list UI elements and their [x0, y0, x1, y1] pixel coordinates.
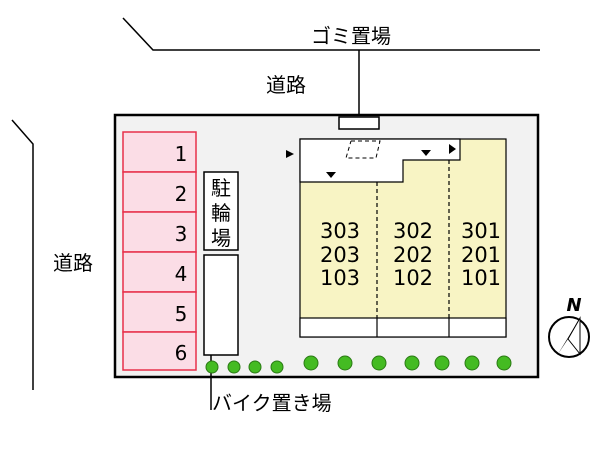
bike-parking-char: 場: [211, 226, 231, 250]
entrance-arrow-icon: [421, 150, 431, 156]
compass-needle-icon: [567, 316, 581, 356]
entrance-arrow-icon: [449, 144, 456, 154]
entrance-arrow-icon: [326, 172, 336, 178]
unit-number: 301: [461, 219, 501, 243]
shrub-icon: [248, 360, 262, 374]
shrub-icon: [337, 355, 353, 371]
parking-space: [122, 131, 197, 173]
parking-space: [122, 291, 197, 333]
road-left-edge: [11, 119, 34, 390]
bike-parking-area: [203, 171, 239, 251]
parking-area: 1 2 3 4 5 6: [122, 131, 197, 371]
parking-number: 2: [175, 182, 188, 206]
shrub-icon: [303, 355, 319, 371]
road-top-edge: [122, 17, 540, 51]
road-top-label: 道路: [266, 73, 306, 97]
parking-space: [122, 331, 197, 371]
motorbike-parking-area: [203, 254, 239, 356]
shrub-icon: [496, 355, 512, 371]
balcony-strip: [299, 317, 507, 338]
unit-number: 103: [320, 266, 360, 290]
unit-number: 203: [320, 243, 360, 267]
parking-space: [122, 251, 197, 293]
parking-number: 6: [175, 341, 188, 365]
bike-parking-char: 輪: [211, 201, 231, 225]
shrub-icon: [205, 360, 219, 374]
unit-number: 102: [393, 266, 433, 290]
compass-north-label: N: [566, 295, 581, 316]
motorbike-parking-label: バイク置き場: [212, 391, 332, 415]
unit-number: 201: [461, 243, 501, 267]
parking-space: [122, 171, 197, 213]
shrub-icon: [270, 360, 284, 374]
building: 303 203 103 302 202 102 301 201 101: [286, 138, 507, 338]
unit-number: 202: [393, 243, 433, 267]
parking-space: [122, 211, 197, 253]
shrub-icon: [371, 355, 387, 371]
shrub-icon: [227, 360, 241, 374]
parking-number: 4: [175, 262, 188, 286]
unit-number: 101: [461, 266, 501, 290]
bike-parking-char: 駐: [211, 176, 231, 200]
north-compass: N: [548, 295, 590, 358]
shrub-icon: [464, 355, 480, 371]
unit-number: 303: [320, 219, 360, 243]
parking-number: 3: [175, 222, 188, 246]
parking-number: 1: [175, 142, 188, 166]
unit-number: 302: [393, 219, 433, 243]
garbage-box: [338, 116, 380, 130]
road-left-label: 道路: [53, 251, 93, 275]
entrance-arrow-icon: [286, 150, 294, 158]
shrub-row: [205, 355, 512, 374]
shrub-icon: [434, 355, 450, 371]
garbage-area-label: ゴミ置場: [311, 24, 391, 48]
building-entrance-notch: [299, 138, 461, 183]
parking-number: 5: [175, 302, 188, 326]
shrub-icon: [404, 355, 420, 371]
